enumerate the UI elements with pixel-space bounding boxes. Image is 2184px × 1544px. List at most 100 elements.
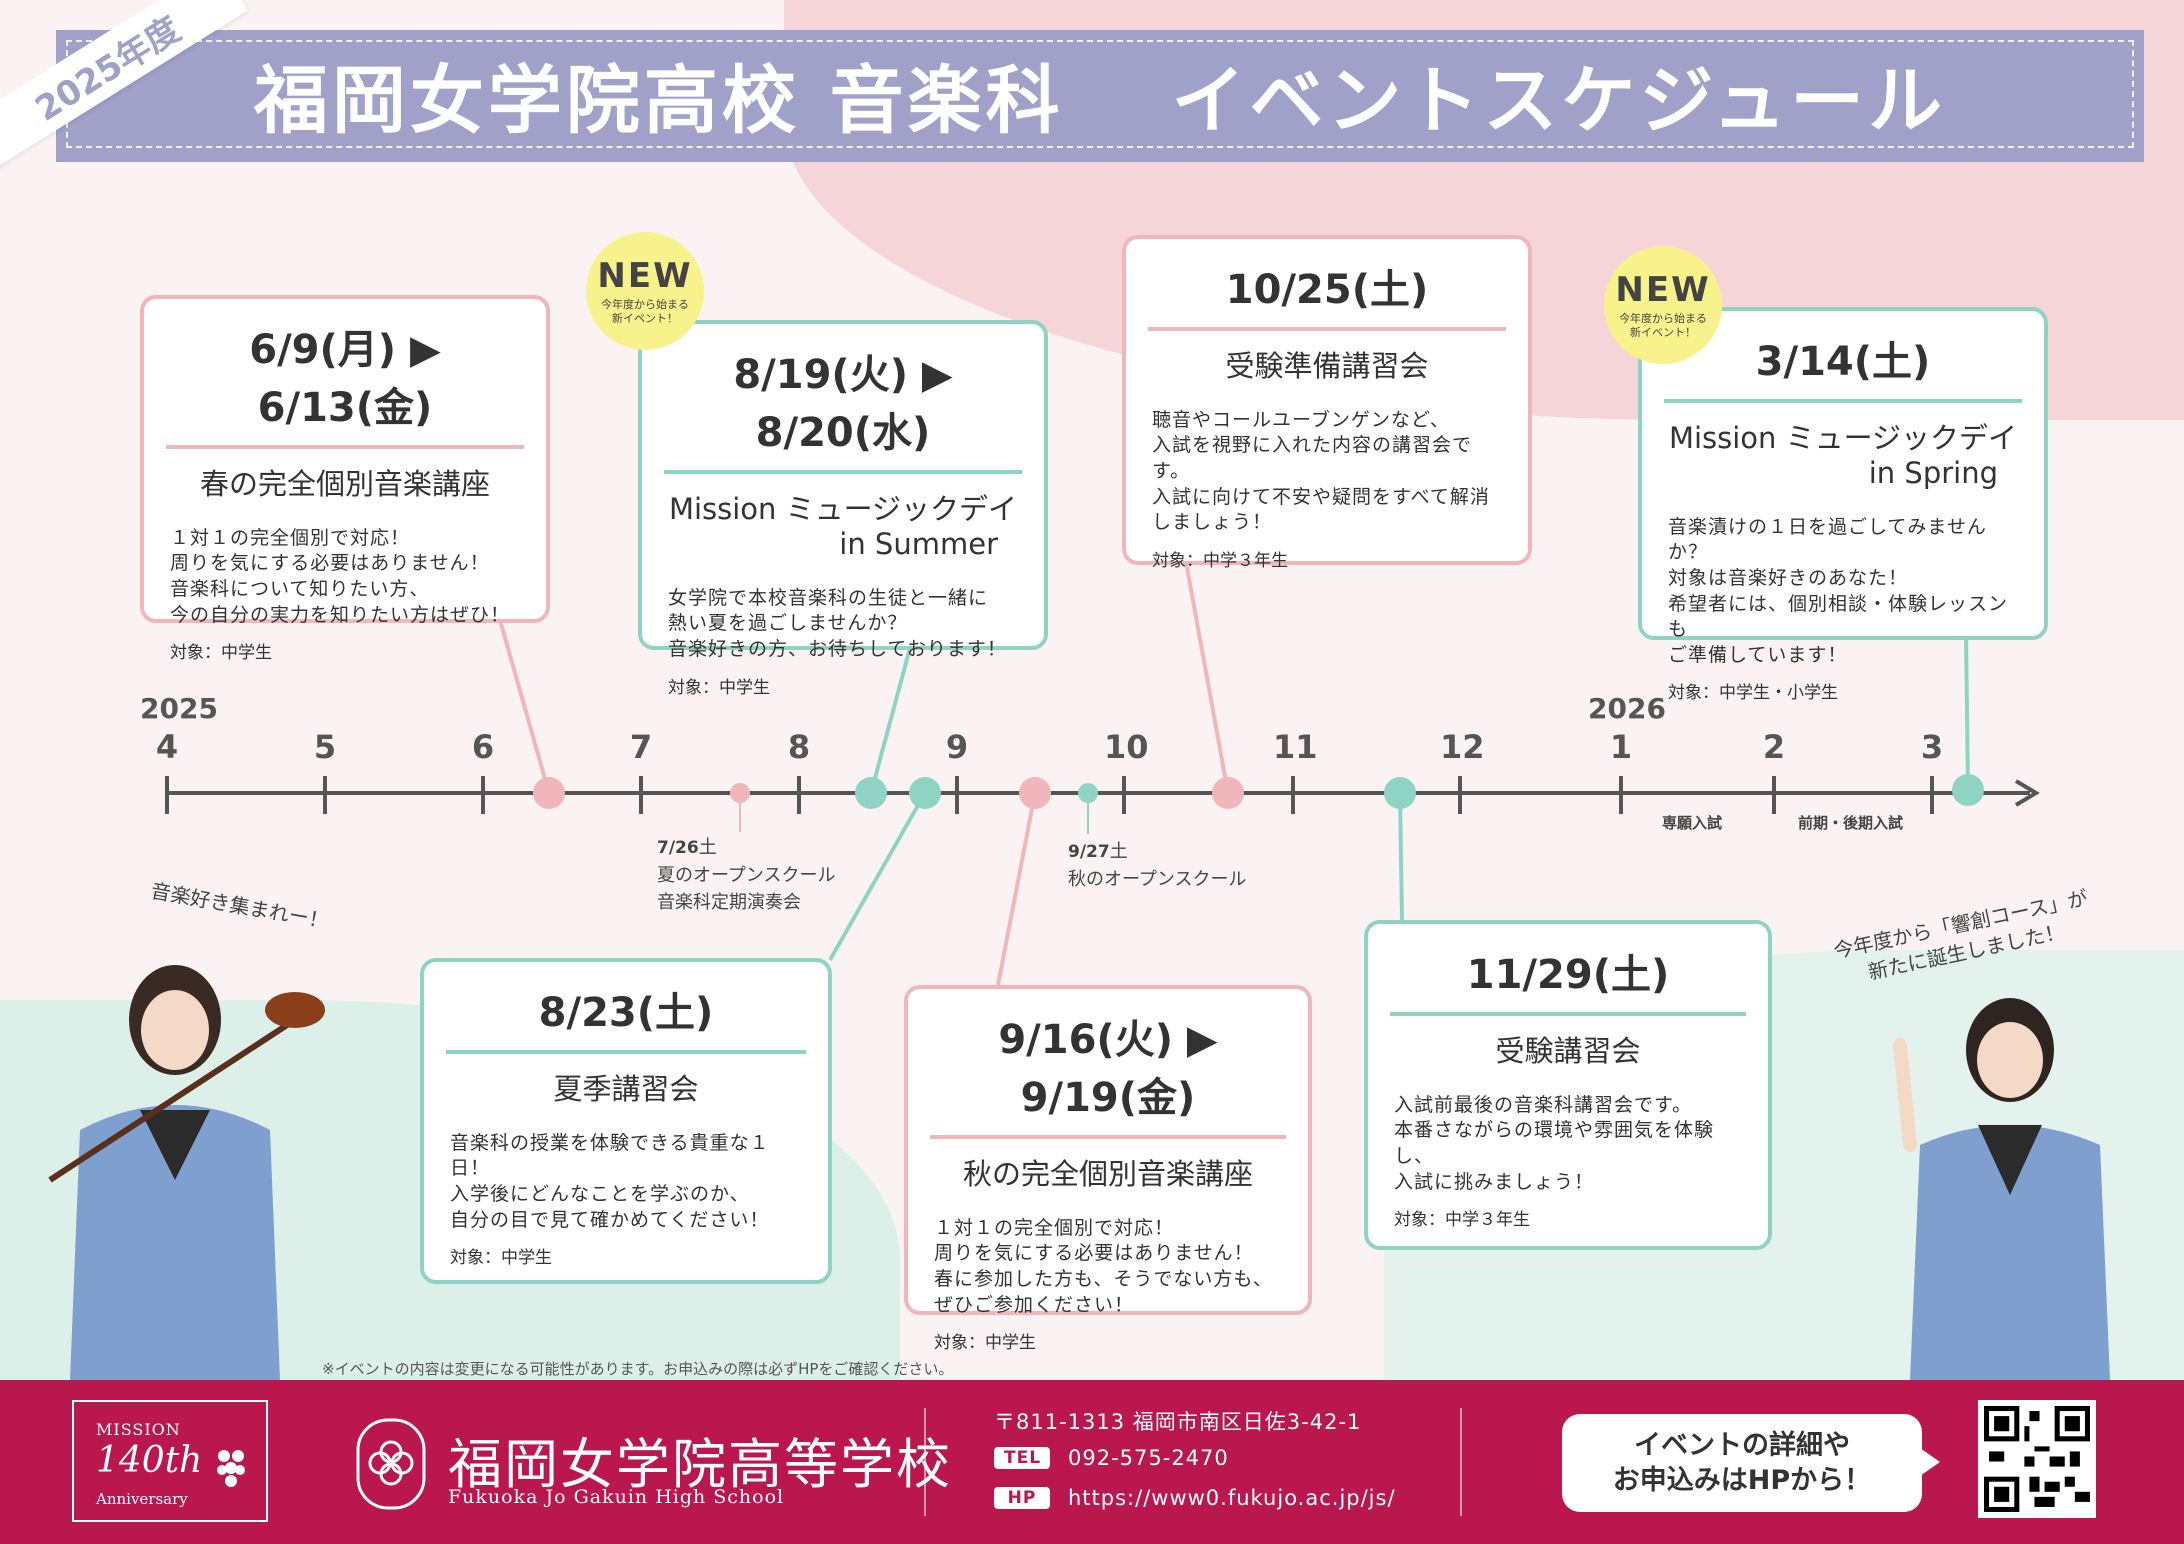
timeline — [165, 561, 2040, 986]
note-general-exam: 前期・後期入試 — [1798, 814, 1904, 832]
connector-summer — [828, 792, 927, 961]
event-target: 対象：中学生 — [450, 1248, 552, 1269]
event-card-prep: 10/25(土) 受験準備講習会 聴音やコールユーブンゲンなど、 入試を視野に入… — [1122, 235, 1532, 571]
sub-event-day: 土 — [698, 837, 717, 858]
grape-icon — [217, 1450, 245, 1487]
tel-label: TEL — [994, 1447, 1050, 1469]
month-label: 5 — [313, 728, 337, 766]
month-label: 10 — [1104, 728, 1149, 766]
dot-exam — [1384, 777, 1416, 809]
note-senkan-exam: 専願入試 — [1662, 814, 1723, 832]
event-card-summer: 8/23(土) 夏季講習会 音楽科の授業を体験できる貴重な１日！ 入学後にどんな… — [420, 958, 832, 1284]
event-description: 音楽科の授業を体験できる貴重な１日！ 入学後にどんなことを学ぶのか、 自分の目で… — [450, 1131, 770, 1231]
month-label: 6 — [471, 728, 495, 766]
event-date: 6/9(月) ▶ 6/13(金) — [249, 327, 441, 431]
event-date: 9/16(火) ▶ 9/19(金) — [998, 1017, 1218, 1121]
connector-autumn — [996, 792, 1037, 986]
sub-event-date: 9/27 — [1068, 842, 1110, 862]
dot-mission-spring — [1952, 774, 1984, 806]
event-target: 対象：中学生・小学生 — [1668, 683, 1838, 704]
month-label: 11 — [1273, 728, 1318, 766]
dot-prep — [1212, 777, 1244, 809]
hp-row: HP https://www0.fukujo.ac.jp/js/ — [994, 1486, 1396, 1510]
event-target: 対象：中学３年生 — [1394, 1210, 1530, 1231]
hp-label: HP — [994, 1487, 1050, 1509]
connector-prep — [1184, 561, 1230, 794]
event-title: 秋の完全個別音楽講座 — [962, 1157, 1253, 1191]
page-title: 福岡女学院高校 音楽科 イベントスケジュール — [253, 57, 1947, 144]
connector-spring — [498, 619, 551, 794]
sub-event-line: 音楽科定期演奏会 — [657, 891, 801, 913]
student-pointing-illustration — [1893, 998, 2110, 1380]
month-label: 4 — [155, 728, 179, 766]
event-date: 8/19(火) ▶ 8/20(水) — [733, 352, 953, 456]
sub-event-line: 夏のオープンスクール — [657, 864, 836, 886]
school-crest-icon — [356, 1418, 426, 1510]
year-label-start: 2025 — [140, 692, 218, 725]
event-target: 対象：中学生 — [668, 677, 770, 698]
event-title: 受験準備講習会 — [1225, 349, 1429, 383]
dot-0726 — [730, 783, 750, 803]
tel-number: 092-575-2470 — [1068, 1446, 1229, 1470]
new-badge: NEW 今年度から始まる 新イベント！ — [586, 232, 704, 350]
title-banner: 福岡女学院高校 音楽科 イベントスケジュール — [56, 30, 2144, 162]
timeline-arrow — [2014, 779, 2040, 807]
qr-code[interactable] — [1978, 1400, 2096, 1518]
year-label-end: 2026 — [1588, 692, 1666, 725]
event-card-autumn: 9/16(火) ▶ 9/19(金) 秋の完全個別音楽講座 １対１の完全個別で対応… — [904, 985, 1312, 1353]
school-website-link[interactable]: https://www0.fukujo.ac.jp/js/ — [1068, 1486, 1396, 1510]
dot-summer — [909, 777, 941, 809]
connector-mission-summer — [869, 647, 912, 794]
dot-0927 — [1078, 783, 1098, 803]
connector-exam — [1398, 792, 1404, 921]
event-description: 入試前最後の音楽科講習会です。 本番さながらの環境や雰囲気を体験し、 入試に挑み… — [1394, 1093, 1715, 1193]
sub-event-date: 7/26 — [657, 838, 699, 858]
month-label: 2 — [1762, 728, 1786, 766]
month-label: 3 — [1920, 728, 1944, 766]
new-badge: NEW 今年度から始まる 新イベント！ — [1604, 246, 1722, 364]
sub-event-line: 秋のオープンスクール — [1068, 868, 1247, 890]
event-title: 受験講習会 — [1495, 1034, 1641, 1068]
dot-spring — [533, 777, 565, 809]
sub-event-0726: 7/26土 夏のオープンスクール 音楽科定期演奏会 — [657, 834, 836, 916]
event-date: 8/23(土) — [538, 990, 714, 1036]
month-label: 12 — [1440, 728, 1485, 766]
month-label: 8 — [787, 728, 811, 766]
school-name-en: Fukuoka Jo Gakuin High School — [448, 1486, 785, 1508]
event-target: 対象：中学３年生 — [1152, 551, 1288, 571]
tel-row: TEL 092-575-2470 — [994, 1446, 1229, 1470]
event-card-spring: 6/9(月) ▶ 6/13(金) 春の完全個別音楽講座 １対１の完全個別で対応！… — [140, 295, 550, 663]
anniversary-logo: MISSION 140th Anniversary — [72, 1400, 268, 1522]
footer: MISSION 140th Anniversary 福岡女学院高等学校 Fuku… — [0, 1380, 2184, 1544]
school-address: 〒811-1313 福岡市南区日佐3-42-1 — [994, 1410, 1362, 1434]
month-label: 7 — [629, 728, 653, 766]
sub-event-0927: 9/27土 秋のオープンスクール — [1068, 838, 1247, 893]
dot-autumn — [1019, 777, 1051, 809]
event-description: 女学院で本校音楽科の生徒と一緒に 熱い夏を過ごしませんか？ 音楽好きの方、お待ち… — [668, 586, 1007, 660]
connector-mission-spring — [1964, 635, 1970, 791]
event-target: 対象：中学生 — [934, 1333, 1036, 1354]
event-card-exam: 11/29(土) 受験講習会 入試前最後の音楽科講習会です。 本番さながらの環境… — [1364, 920, 1772, 1250]
dot-mission-summer — [855, 777, 887, 809]
event-date: 3/14(土) — [1755, 339, 1931, 385]
footnote: ※イベントの内容は変更になる可能性があります。お申込みの際は必ずHPをご確認くだ… — [322, 1360, 954, 1378]
student-violin-illustration — [48, 965, 325, 1380]
event-description: 音楽漬けの１日を過ごしてみませんか？ 対象は音楽好きのあなた！ 希望者には、個別… — [1668, 515, 2009, 666]
event-description: １対１の完全個別で対応！ 周りを気にする必要はありません！ 音楽科について知りた… — [170, 526, 511, 626]
month-label: 1 — [1609, 728, 1633, 766]
cta-bubble: イベントの詳細や お申込みはHPから！ — [1562, 1414, 1940, 1512]
event-title: 春の完全個別音楽講座 — [199, 467, 490, 501]
school-name: 福岡女学院高等学校 — [448, 1433, 952, 1496]
event-date: 11/29(土) — [1466, 952, 1670, 998]
event-target: 対象：中学生 — [170, 643, 272, 664]
event-date: 10/25(土) — [1225, 267, 1429, 313]
event-title: 夏季講習会 — [553, 1072, 699, 1106]
month-label: 9 — [945, 728, 969, 766]
event-description: 聴音やコールユーブンゲンなど、 入試を視野に入れた内容の講習会です。 入試に向け… — [1152, 408, 1490, 534]
event-description: １対１の完全個別で対応！ 周りを気にする必要はありません！ 春に参加した方も、そ… — [934, 1216, 1273, 1316]
sub-event-day: 土 — [1109, 841, 1128, 862]
